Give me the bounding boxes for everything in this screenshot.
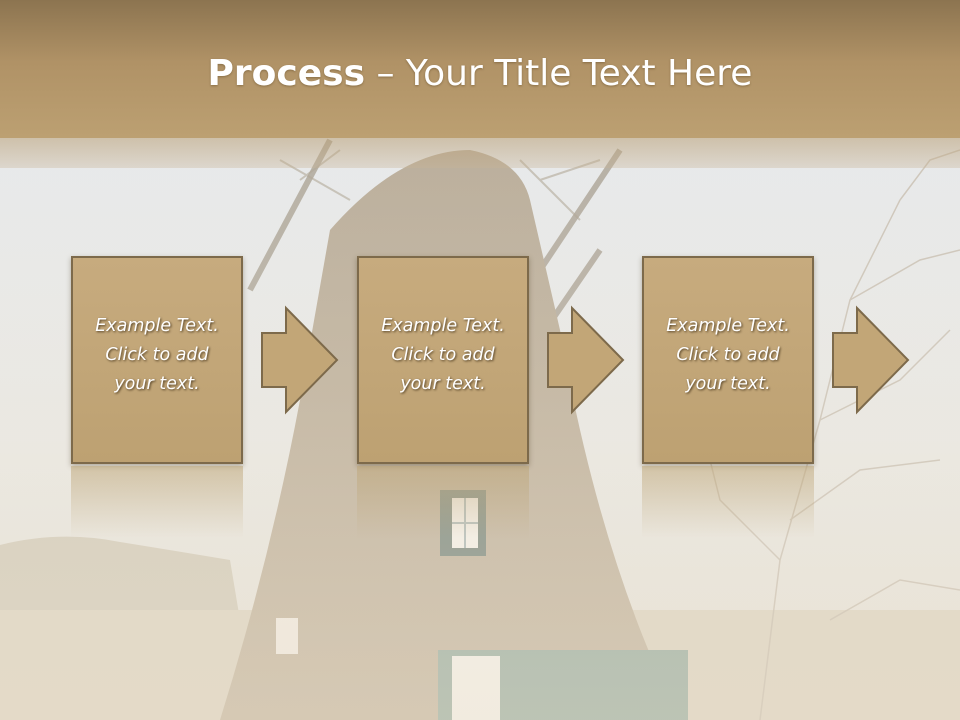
title-regular-text: – Your Title Text Here: [365, 53, 753, 94]
process-arrow-1: [261, 305, 339, 415]
title-banner: [0, 0, 960, 138]
process-arrow-3: [832, 305, 910, 415]
process-step-reflection-2: [357, 466, 529, 538]
process-step-box-2[interactable]: Example Text. Click to add your text.: [357, 256, 529, 464]
process-step-text-2[interactable]: Example Text. Click to add your text.: [381, 316, 505, 394]
process-arrow-2: [547, 305, 625, 415]
process-step-text-1[interactable]: Example Text. Click to add your text.: [95, 316, 219, 394]
slide-title[interactable]: Process – Your Title Text Here: [0, 52, 960, 96]
title-bold-text: Process: [207, 53, 366, 94]
process-step-reflection-3: [642, 466, 814, 538]
process-step-box-1[interactable]: Example Text. Click to add your text.: [71, 256, 243, 464]
process-step-box-3[interactable]: Example Text. Click to add your text.: [642, 256, 814, 464]
process-step-text-3[interactable]: Example Text. Click to add your text.: [666, 316, 790, 394]
process-step-reflection-1: [71, 466, 243, 538]
title-banner-shadow-strip: [0, 138, 960, 168]
